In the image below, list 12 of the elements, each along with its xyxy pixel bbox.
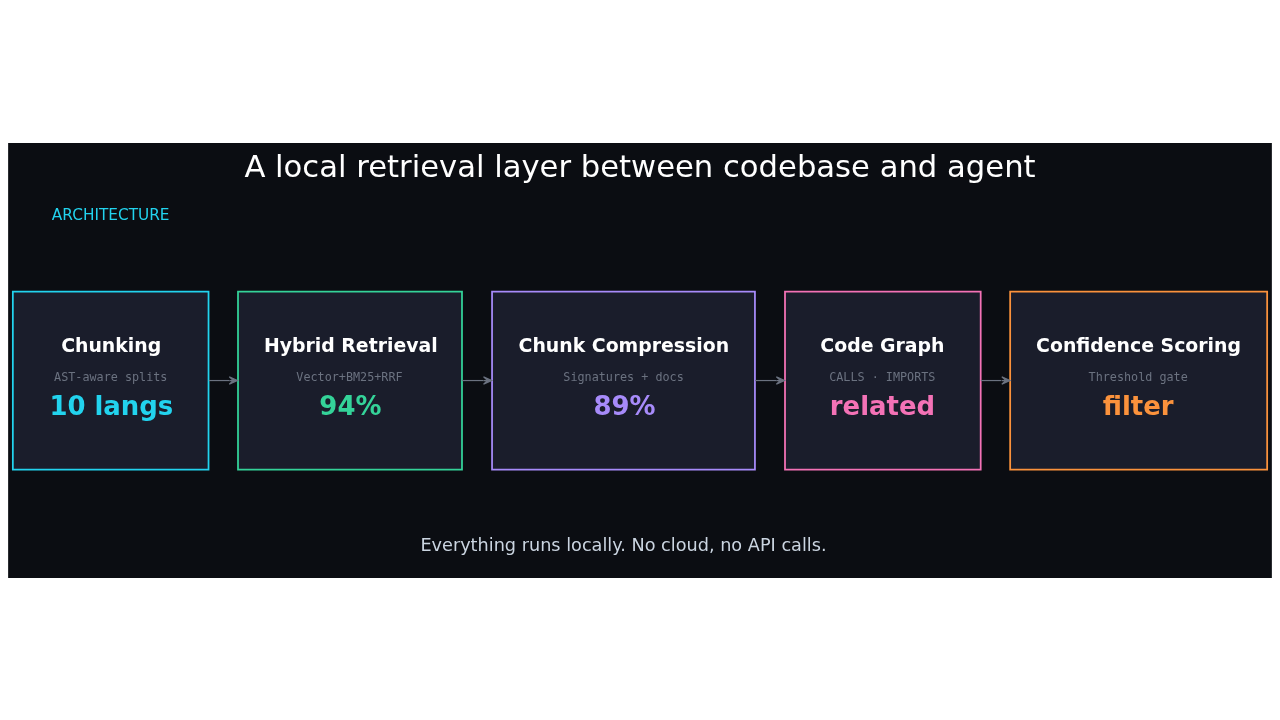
node-box: Hybrid Retrieval Vector+BM25+RRF 94% [237, 290, 463, 470]
arrow [208, 375, 239, 385]
node-box: Chunking AST-aware splits 10 langs [11, 290, 210, 470]
node-box: Code Graph CALLS · IMPORTS related [784, 290, 982, 470]
diagram-title: A local retrieval layer between codebase and agent [244, 148, 1036, 184]
label: ARCHITECTURE [51, 205, 170, 224]
label: Everything runs locally. No cloud, no API calls. [420, 534, 827, 555]
arrow [754, 375, 786, 385]
arrow [980, 375, 1011, 385]
arrow [461, 375, 493, 385]
node-box: Confidence Scoring Threshold gate filter [1009, 290, 1269, 470]
node-box: Chunk Compression Signatures + docs 89% [491, 290, 756, 470]
